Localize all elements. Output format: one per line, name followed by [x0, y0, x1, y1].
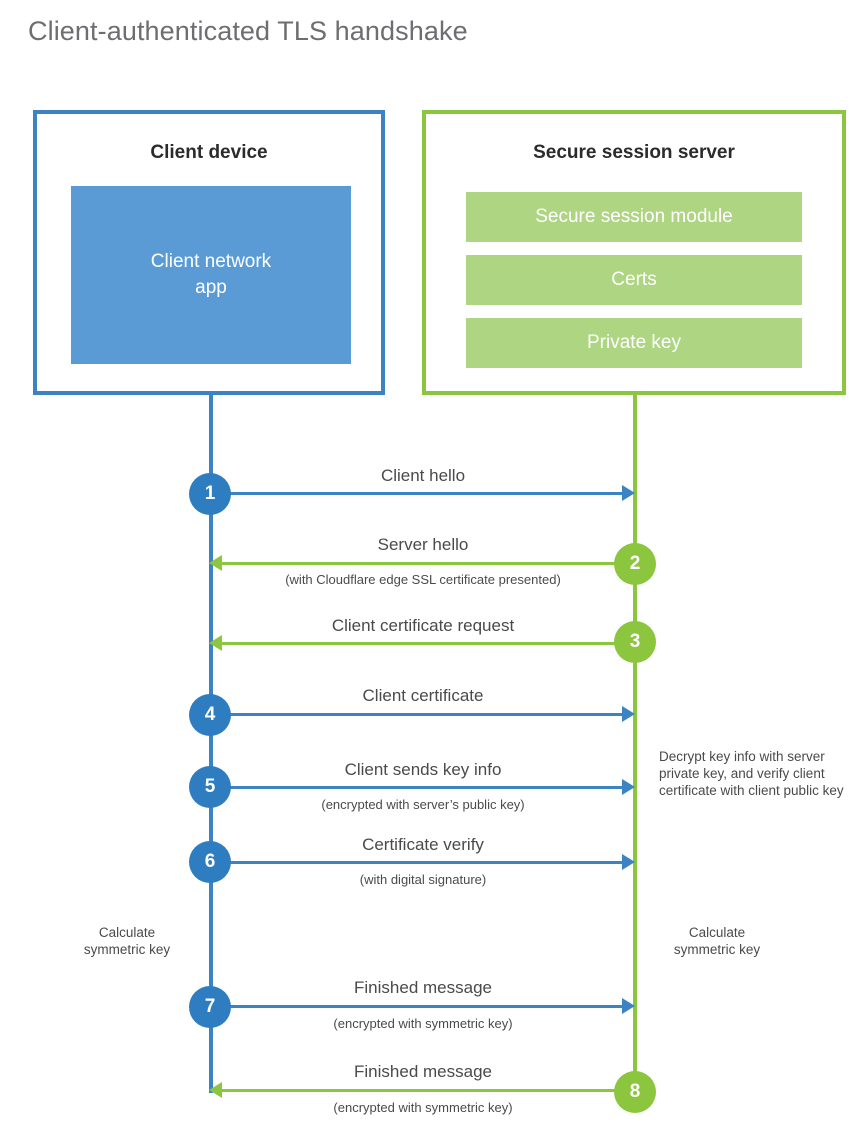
step-6-marker[interactable]: 6 — [189, 841, 231, 883]
client-app-label-line2: app — [195, 277, 227, 298]
client-lifeline — [209, 393, 213, 1093]
client-calculate-symmetric-key-note: Calculate symmetric key — [52, 924, 202, 958]
client-device-title: Client device — [150, 142, 268, 163]
step-6-label: Certificate verify — [362, 835, 484, 854]
server-calculate-symmetric-key-note: Calculate symmetric key — [642, 924, 792, 958]
step-4-arrow-head-icon — [622, 706, 635, 722]
step-8-sublabel: (encrypted with symmetric key) — [333, 1100, 513, 1115]
step-8-label: Finished message — [354, 1062, 492, 1081]
step-7-marker[interactable]: 7 — [189, 986, 231, 1028]
step-7-label: Finished message — [354, 978, 492, 997]
step-4-label: Client certificate — [362, 686, 484, 705]
secure-session-server-box: Secure session server Secure session mod… — [422, 110, 846, 395]
client-device-box: Client device Client network app — [33, 110, 385, 395]
step-8-arrow-line — [222, 1089, 633, 1092]
client-calculate-note-line1: Calculate — [98, 925, 156, 940]
step-7-sublabel: (encrypted with symmetric key) — [333, 1016, 513, 1031]
step-1-marker[interactable]: 1 — [189, 473, 231, 515]
step-3-label: Client certificate request — [331, 616, 515, 635]
step-5-arrow-line — [211, 786, 622, 789]
step-2-arrow-head-icon — [209, 555, 222, 571]
step-1-arrow-head-icon — [622, 485, 635, 501]
step-2-arrow-line — [222, 562, 633, 565]
step-2-sublabel: (with Cloudflare edge SSL certificate pr… — [285, 572, 561, 587]
step-8-marker[interactable]: 8 — [614, 1071, 656, 1113]
step-3-arrow-head-icon — [209, 635, 222, 651]
step-2-marker[interactable]: 2 — [614, 543, 656, 585]
step-5-sublabel: (encrypted with server’s public key) — [321, 797, 525, 812]
server-decrypt-note: Decrypt key info with server private key… — [659, 749, 844, 798]
server-component-secure-session-module: Secure session module — [466, 192, 802, 242]
server-calculate-note-line1: Calculate — [688, 925, 746, 940]
step-7-arrow-head-icon — [622, 998, 635, 1014]
step-6-arrow-line — [211, 861, 622, 864]
secure-session-server-title: Secure session server — [533, 142, 735, 163]
step-5-marker[interactable]: 5 — [189, 766, 231, 808]
step-4-marker[interactable]: 4 — [189, 694, 231, 736]
step-6-sublabel: (with digital signature) — [359, 872, 487, 887]
server-lifeline — [633, 393, 637, 1093]
step-5-arrow-head-icon — [622, 779, 635, 795]
server-component-certs: Certs — [466, 255, 802, 305]
step-6-arrow-head-icon — [622, 854, 635, 870]
client-network-app-block: Client network app — [71, 186, 351, 364]
server-calculate-note-line2: symmetric key — [673, 942, 761, 957]
step-3-marker[interactable]: 3 — [614, 621, 656, 663]
client-app-label-line1: Client network — [150, 251, 272, 272]
step-1-label: Client hello — [380, 466, 466, 485]
step-5-label: Client sends key info — [344, 760, 502, 779]
step-3-arrow-line — [222, 642, 633, 645]
step-2-label: Server hello — [377, 535, 469, 554]
page-title: Client-authenticated TLS handshake — [28, 16, 468, 46]
server-component-private-key: Private key — [466, 318, 802, 368]
step-8-arrow-head-icon — [209, 1082, 222, 1098]
step-7-arrow-line — [211, 1005, 622, 1008]
step-1-arrow-line — [211, 492, 622, 495]
client-calculate-note-line2: symmetric key — [83, 942, 171, 957]
step-4-arrow-line — [211, 713, 622, 716]
